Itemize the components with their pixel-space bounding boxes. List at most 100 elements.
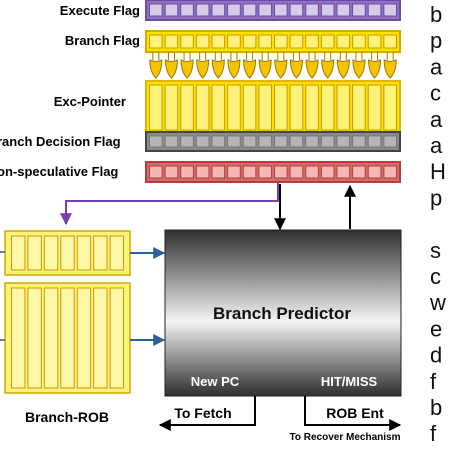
non-speculative-flag-cell	[149, 165, 163, 179]
gate-shape	[243, 59, 257, 79]
branch-rob-upper-cell	[76, 235, 92, 271]
exc-pointer-cell	[211, 84, 226, 131]
paragraph-fragment: c	[430, 81, 441, 106]
exc-pointer-cell	[164, 84, 179, 131]
branch-rob-upper-cell	[11, 235, 26, 271]
to-recover-label: To Recover Mechanism	[290, 432, 401, 443]
non-speculative-flag-cell	[367, 165, 382, 179]
exc-pointer-cell	[195, 84, 210, 131]
branch-flag-cell	[367, 34, 382, 49]
exc-pointer-cell	[352, 84, 366, 131]
branch-flag-cell	[180, 34, 194, 49]
branch-decision-flag-cell	[336, 135, 351, 148]
branch-rob-upper-cells	[11, 235, 124, 271]
branch-rob-lower-cells	[11, 287, 124, 389]
gate-shape	[352, 59, 366, 79]
branch-flag-cell	[195, 34, 210, 49]
branch-rob-lower-cell	[11, 287, 26, 389]
paragraph-fragment: b	[430, 2, 442, 27]
branch-decision-flag-cell	[383, 135, 397, 148]
purple-connector	[60, 183, 279, 226]
branch-flag-cell	[274, 34, 288, 49]
non-speculative-flag-cell	[180, 165, 194, 179]
branch-flag-cell	[258, 34, 272, 49]
branch-rob-upper-cell	[27, 235, 42, 271]
non-speculative-flag-cell	[320, 165, 335, 179]
hit-miss-label: HIT/MISS	[321, 374, 378, 389]
non-speculative-flag-cell	[383, 165, 397, 179]
execute-flag-cell	[211, 3, 226, 17]
branch-rob-upper-cell	[93, 235, 108, 271]
gate-shape	[289, 59, 303, 79]
gate-shape	[383, 59, 397, 79]
non-speculative-flag-register	[145, 161, 401, 183]
execute-flag-cell	[336, 3, 351, 17]
branch-rob-lower-cell	[93, 287, 108, 389]
exc-pointer-register	[145, 80, 401, 135]
non-speculative-flag-cell	[242, 165, 257, 179]
execute-flag-cell	[164, 3, 179, 17]
execute-flag-cell	[258, 3, 272, 17]
gate-shape	[196, 59, 210, 79]
to-fetch-label: To Fetch	[174, 405, 231, 421]
gate-shape	[180, 59, 194, 79]
branch-decision-flag-label: ranch Decision Flag	[0, 134, 121, 149]
execute-flag-label: Execute Flag	[60, 3, 140, 18]
branch-decision-flag-cell	[180, 135, 194, 148]
branch-decision-flag-cell	[227, 135, 241, 148]
branch-decision-flag-cell	[274, 135, 288, 148]
non-speculative-flag-cell	[352, 165, 366, 179]
gate-shape	[274, 59, 288, 79]
exc-pointer-cell	[258, 84, 272, 131]
paragraph-fragment: a	[430, 107, 443, 132]
non-speculative-flag-cell	[305, 165, 319, 179]
execute-flag-cell	[227, 3, 241, 17]
non-speculative-flag-cell	[336, 165, 351, 179]
execute-flag-cell	[367, 3, 382, 17]
paragraph-fragment: s	[430, 238, 441, 263]
branch-decision-flag-register	[145, 131, 401, 152]
branch-rob-lower-cell	[76, 287, 92, 389]
branch-flag-cell	[336, 34, 351, 49]
branch-decision-flag-cell	[320, 135, 335, 148]
branch-flag-cell	[227, 34, 241, 49]
execute-flag-cell	[274, 3, 288, 17]
paragraph-fragment: f	[430, 421, 437, 446]
execute-flag-cell	[289, 3, 304, 17]
non-speculative-flag-cell	[195, 165, 210, 179]
paragraph-fragment: f	[430, 369, 437, 394]
gate-shape	[164, 59, 178, 79]
paragraph-fragment: d	[430, 343, 442, 368]
to-fetch-arrow	[158, 396, 256, 431]
branch-flag-label: Branch Flag	[65, 33, 140, 48]
non-speculative-flag-cell	[211, 165, 226, 179]
paragraph-fragment: c	[430, 264, 441, 289]
rob-ent-arrow	[304, 396, 402, 431]
non-speculative-flag-cell	[164, 165, 179, 179]
branch-flag-register	[145, 30, 401, 53]
execute-flag-cell	[320, 3, 335, 17]
branch-flag-cell	[352, 34, 366, 49]
branch-decision-flag-cell	[211, 135, 226, 148]
execute-flag-register	[145, 0, 401, 21]
paragraph-fragment: w	[429, 290, 446, 315]
branch-decision-flag-cell	[195, 135, 210, 148]
exc-pointer-cell	[149, 84, 163, 131]
gate-shape	[336, 59, 350, 79]
branch-flag-cell	[383, 34, 397, 49]
branch-decision-flag-cell	[289, 135, 304, 148]
exc-pointer-label: Exc-Pointer	[54, 94, 126, 109]
paragraph-fragment: H	[430, 159, 446, 184]
execute-flag-cell	[383, 3, 397, 17]
branch-predictor-box	[164, 229, 402, 397]
branch-rob-upper-cell	[60, 235, 75, 271]
exc-pointer-cell	[305, 84, 319, 131]
execute-flag-cell	[305, 3, 319, 17]
branch-decision-flag-cell	[258, 135, 272, 148]
branch-decision-flag-cell	[367, 135, 382, 148]
branch-rob-lower-cell	[109, 287, 124, 389]
non-speculative-flag-cell	[274, 165, 288, 179]
